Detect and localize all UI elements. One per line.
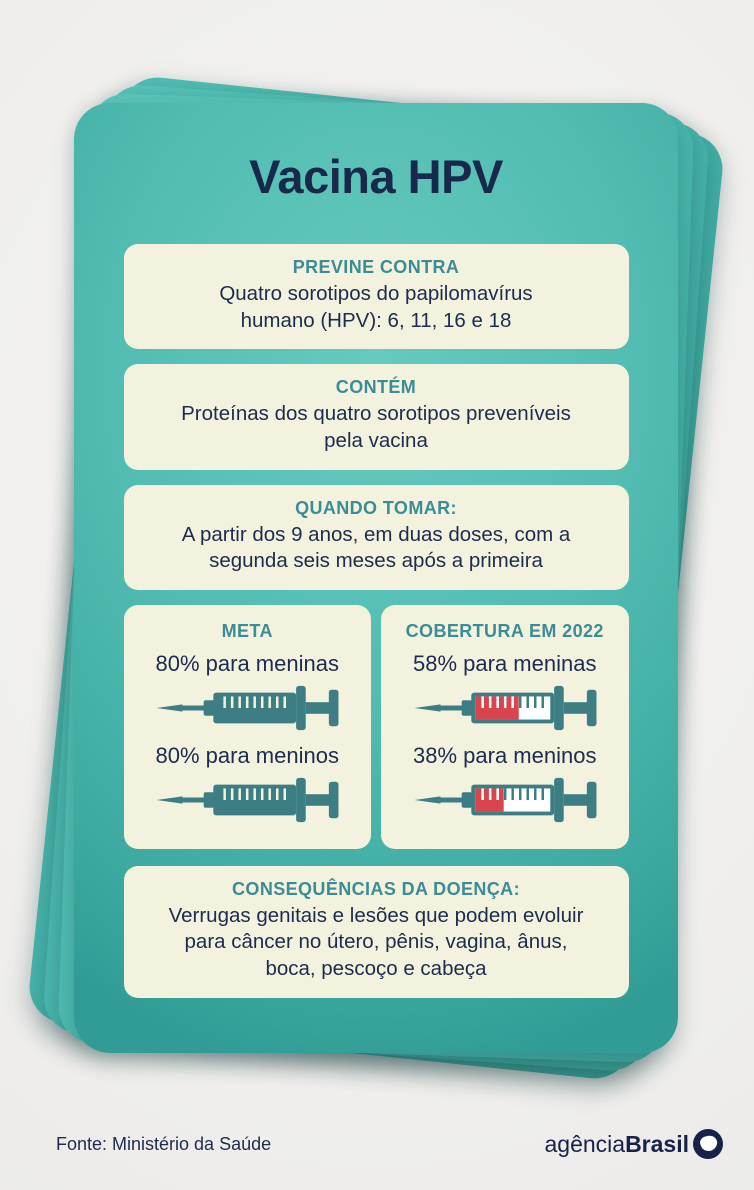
meta-box: META 80% para meninas 80% para meninos xyxy=(123,604,371,849)
coverage-boys-label: 38% para meninos xyxy=(413,742,597,768)
previne-contra-heading: PREVINE CONTRA xyxy=(292,257,460,277)
syringe-fill-icon xyxy=(411,774,599,826)
quando-tomar-box: QUANDO TOMAR: A partir dos 9 anos, em du… xyxy=(123,484,629,590)
page-title: Vacina HPV xyxy=(249,150,503,203)
syringe-fill-icon xyxy=(411,682,599,734)
agencia-brasil-logo-icon xyxy=(693,1129,723,1159)
logo-text-brasil: Brasil xyxy=(625,1130,689,1157)
meta-girls-label: 80% para meninas xyxy=(155,650,339,676)
contem-heading: CONTÉM xyxy=(335,377,417,398)
source-text: Fonte: Ministério da Saúde xyxy=(56,1133,272,1154)
contem-box: CONTÉM Proteínas dos quatro sorotipos pr… xyxy=(123,364,629,470)
contem-body: Proteínas dos quatro sorotipos preveníve… xyxy=(181,402,571,452)
meta-boys-label: 80% para meninos xyxy=(155,742,339,768)
syringe-icon xyxy=(153,682,341,734)
consequences-heading: CONSEQUÊNCIAS DA DOENÇA: xyxy=(232,878,520,899)
coverage-heading: COBERTURA EM 2022 xyxy=(405,620,604,641)
quando-tomar-body: A partir dos 9 anos, em duas doses, com … xyxy=(181,522,571,573)
previne-contra-box: PREVINE CONTRA Quatro sorotipos do papil… xyxy=(123,244,629,350)
consequences-body: Verrugas genitais e lesões que podem evo… xyxy=(168,903,584,981)
logo-text-agencia: agência xyxy=(544,1130,626,1157)
quando-tomar-heading: QUANDO TOMAR: xyxy=(295,497,457,518)
meta-heading: META xyxy=(221,620,273,641)
infographic-card: Vacina HPV PREVINE CONTRA Quatro sorotip… xyxy=(74,103,678,1053)
previne-contra-body: Quatro sorotipos do papilomavírus humano… xyxy=(219,282,533,332)
consequences-box: CONSEQUÊNCIAS DA DOENÇA: Verrugas genita… xyxy=(123,865,629,998)
coverage-girls-label: 58% para meninas xyxy=(413,650,597,676)
coverage-box: COBERTURA EM 2022 58% para meninas 38% p… xyxy=(381,604,629,849)
stats-row: META 80% para meninas 80% para meninos C… xyxy=(123,604,629,849)
syringe-icon xyxy=(153,774,341,826)
